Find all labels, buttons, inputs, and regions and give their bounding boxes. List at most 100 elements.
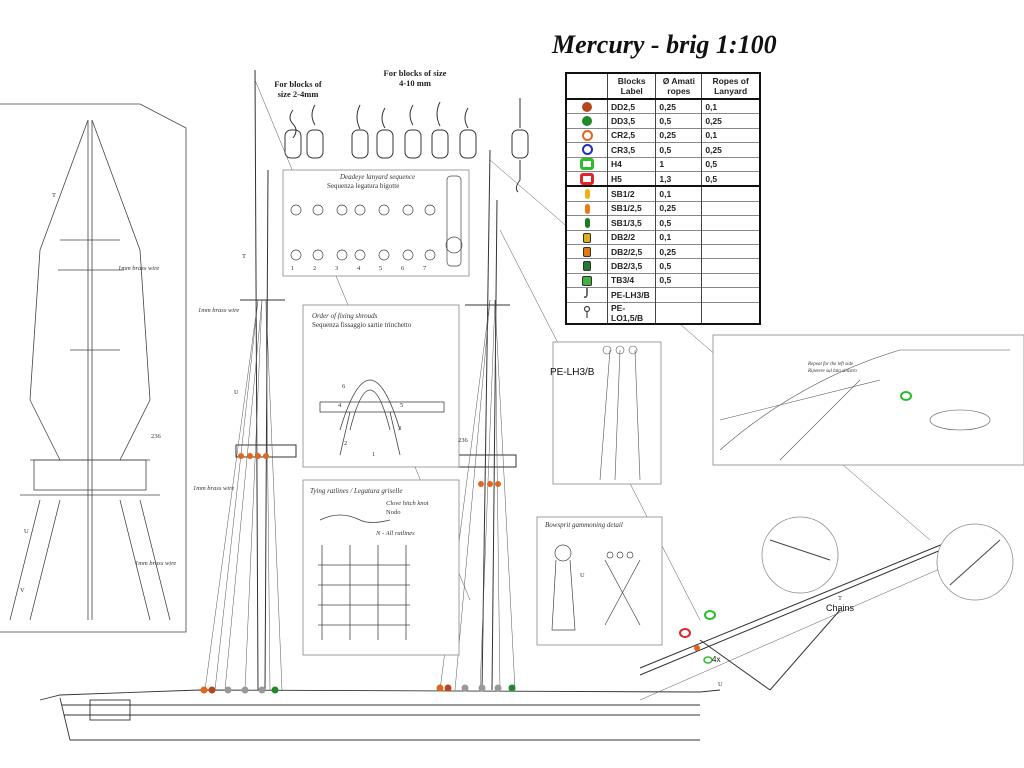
table-cell-rope: 0,1 bbox=[655, 229, 702, 245]
table-cell-lanyard bbox=[701, 287, 760, 303]
table-cell-label: PE-LH3/B bbox=[606, 287, 656, 303]
four-x-label: 4x bbox=[712, 655, 721, 664]
swatch-cell bbox=[566, 243, 608, 259]
ring-blue-block-icon bbox=[581, 144, 593, 156]
swatch-cell bbox=[566, 142, 608, 158]
bowsprit bbox=[639, 534, 966, 691]
shroud-number: 3 bbox=[398, 425, 402, 432]
shrouds-title-it: Order of fixing shrouds bbox=[312, 312, 378, 320]
table-cell-lanyard: 0,1 bbox=[701, 127, 760, 143]
swatch-cell bbox=[566, 156, 608, 172]
triple-green-block-icon bbox=[582, 275, 592, 286]
hook-detail-box bbox=[552, 341, 662, 485]
bow-detail-box bbox=[712, 334, 1024, 466]
single-yellow-block-icon bbox=[584, 189, 590, 200]
swatch-cell bbox=[566, 287, 608, 303]
deadeye-step: 3 bbox=[335, 265, 339, 272]
hook-icon bbox=[582, 288, 592, 302]
table-cell-lanyard: 0,25 bbox=[701, 113, 760, 129]
shroud-number: 6 bbox=[342, 383, 346, 390]
table-cell-label: CR2,5 bbox=[606, 127, 656, 143]
table-cell-lanyard: 0,1 bbox=[701, 98, 760, 114]
table-cell-label: PE-LO1,5/B bbox=[606, 302, 656, 325]
drawing-title: Mercury - brig 1:100 bbox=[552, 30, 777, 59]
hull bbox=[39, 689, 721, 741]
table-cell-rope bbox=[655, 302, 702, 325]
double-yellow-block-icon bbox=[583, 232, 591, 243]
table-cell-rope: 0,25 bbox=[655, 243, 702, 259]
table-cell-label: DD2,5 bbox=[606, 98, 656, 114]
large-blocks-caption: For blocks of size 4-10 mm bbox=[383, 68, 447, 88]
table-cell-lanyard: 0,5 bbox=[701, 156, 760, 172]
table-cell-lanyard bbox=[701, 272, 760, 288]
shroud-number: 1 bbox=[372, 451, 376, 458]
table-cell-lanyard bbox=[701, 243, 760, 259]
t-label: T bbox=[838, 595, 842, 602]
block-markers bbox=[200, 453, 716, 694]
table-cell-lanyard bbox=[701, 200, 760, 216]
gammoning-u-label: U bbox=[580, 572, 585, 579]
table-cell-lanyard bbox=[701, 302, 760, 325]
table-cell-label: CR3,5 bbox=[606, 142, 656, 158]
table-header-icon bbox=[566, 73, 608, 100]
table-cell-label: DB2/3,5 bbox=[606, 258, 656, 274]
table-cell-label: DB2/2,5 bbox=[606, 243, 656, 259]
shroud-number: 4 bbox=[338, 402, 342, 409]
deadeye-step: 6 bbox=[401, 265, 405, 272]
brass-wire-label: 1mm brass wire bbox=[135, 560, 177, 567]
deadeye-step: 2 bbox=[313, 265, 317, 272]
ratlines-title: Tying ratlines / Legatura griselle bbox=[310, 487, 403, 495]
chains-label: Chains bbox=[826, 603, 855, 613]
mast-front-view bbox=[0, 103, 187, 633]
table-cell-lanyard bbox=[701, 229, 760, 245]
table-cell-rope: 0,5 bbox=[655, 258, 702, 274]
table-cell-rope: 0,5 bbox=[655, 142, 702, 158]
repeat-en-label: Repeat for the left side bbox=[808, 362, 854, 367]
deadeye-step: 7 bbox=[423, 265, 427, 272]
table-header: Blocks Label bbox=[606, 73, 656, 100]
shroud-drawing bbox=[319, 379, 445, 456]
swatch-cell bbox=[566, 170, 608, 187]
table-cell-label: H5 bbox=[606, 170, 656, 187]
u-label: U bbox=[234, 389, 239, 396]
eyebolt-icon bbox=[582, 305, 592, 320]
swatch-cell bbox=[566, 113, 608, 129]
table-cell-label: SB1/2,5 bbox=[606, 200, 656, 216]
table-cell-rope: 0,25 bbox=[655, 98, 702, 114]
ratlines-box bbox=[302, 479, 460, 656]
shrouds bbox=[204, 79, 961, 701]
table-cell-rope: 0,1 bbox=[655, 185, 702, 202]
ring-orange-block-icon bbox=[581, 130, 593, 142]
deadeye-step: 5 bbox=[379, 265, 383, 272]
shrouds-title: Sequenza fissaggio sartie trinchetto bbox=[312, 321, 412, 329]
swatch-cell bbox=[566, 302, 608, 325]
double-green-block-icon bbox=[583, 261, 591, 272]
table-cell-lanyard bbox=[701, 215, 760, 231]
table-cell-rope: 0,5 bbox=[655, 113, 702, 129]
table-cell-rope: 1 bbox=[655, 156, 702, 172]
shroud-box bbox=[302, 304, 460, 468]
t-label: T bbox=[52, 192, 56, 199]
table-cell-lanyard: 0,5 bbox=[701, 170, 760, 187]
heart-red-block-icon bbox=[580, 172, 594, 185]
v-label: V bbox=[20, 587, 25, 594]
t-label: T bbox=[242, 253, 246, 260]
brass-wire-label: 1mm brass wire bbox=[193, 485, 235, 492]
ratlines-knot-it: Clove hitch knot bbox=[386, 500, 429, 507]
table-cell-label: DD3,5 bbox=[606, 113, 656, 129]
deadeye-step: 1 bbox=[291, 265, 295, 272]
u-label: U bbox=[24, 528, 29, 535]
deadeye-steps: 1 2 3 4 5 6 7 bbox=[291, 265, 445, 272]
table-cell-lanyard bbox=[701, 185, 760, 202]
table-header: Ø Amati ropes bbox=[655, 73, 702, 100]
table-cell-lanyard: 0,25 bbox=[701, 142, 760, 158]
shroud-number: 2 bbox=[344, 440, 348, 447]
table-cell-lanyard bbox=[701, 258, 760, 274]
